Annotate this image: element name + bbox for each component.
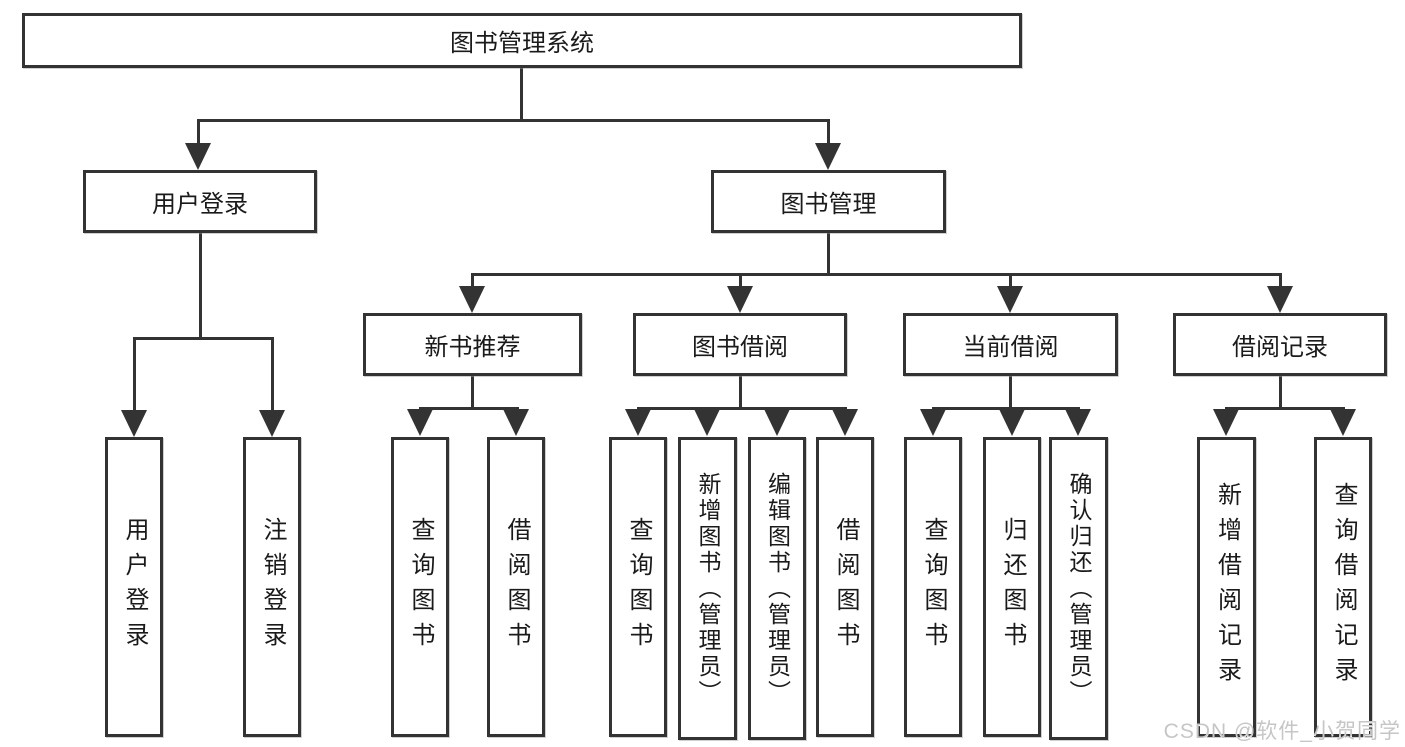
- arrow-down-icon: [997, 286, 1023, 313]
- node-label: 查询图书: [625, 517, 652, 657]
- node-label: 借阅记录: [1232, 334, 1328, 361]
- connector-line: [471, 273, 474, 289]
- connector-line: [419, 407, 519, 410]
- node-label: 借阅图书: [832, 517, 859, 657]
- node-book-management: 图书管理: [711, 170, 946, 233]
- arrow-down-icon: [1065, 409, 1091, 436]
- node-label: 新增图书（管理员）: [695, 471, 721, 706]
- arrow-down-icon: [503, 409, 529, 436]
- node-new-book-recommend: 新书推荐: [363, 313, 582, 376]
- leaf-borrow-books-recommend: 借阅图书: [487, 437, 545, 737]
- node-user-login: 用户登录: [83, 170, 317, 233]
- connector-line: [932, 407, 1080, 410]
- connector-line: [133, 337, 136, 413]
- arrow-down-icon: [727, 286, 753, 313]
- node-book-borrow: 图书借阅: [633, 313, 847, 376]
- arrow-down-icon: [694, 409, 720, 436]
- node-label: 归还图书: [999, 517, 1026, 657]
- arrow-down-icon: [185, 143, 211, 170]
- node-borrow-records: 借阅记录: [1173, 313, 1387, 376]
- node-label: 编辑图书（管理员）: [764, 471, 791, 706]
- node-current-borrow: 当前借阅: [903, 313, 1118, 376]
- arrow-down-icon: [1267, 286, 1293, 313]
- node-label: 图书借阅: [692, 334, 788, 361]
- connector-line: [1009, 375, 1012, 410]
- leaf-query-books-borrow: 查询图书: [609, 437, 667, 737]
- node-label: 查询图书: [407, 517, 434, 657]
- leaf-add-book-admin: 新增图书（管理员）: [678, 437, 737, 740]
- connector-line: [1279, 273, 1282, 289]
- leaf-query-books-recommend: 查询图书: [391, 437, 449, 737]
- arrow-down-icon: [1330, 409, 1356, 436]
- leaf-confirm-return-admin: 确认归还（管理员）: [1049, 437, 1108, 740]
- arrow-down-icon: [999, 409, 1025, 436]
- arrow-down-icon: [920, 409, 946, 436]
- connector-line: [271, 337, 274, 413]
- node-label: 查询图书: [920, 517, 947, 657]
- node-label: 当前借阅: [962, 334, 1059, 361]
- node-label: 注销登录: [259, 517, 286, 657]
- connector-line: [637, 407, 847, 410]
- node-label: 图书管理: [780, 191, 877, 218]
- connector-line: [739, 273, 742, 289]
- node-label: 借阅图书: [503, 517, 530, 657]
- leaf-borrow-books-borrow: 借阅图书: [816, 437, 874, 737]
- leaf-user-login: 用户登录: [105, 437, 163, 737]
- node-root: 图书管理系统: [22, 13, 1022, 68]
- connector-line: [1009, 273, 1012, 289]
- connector-line: [471, 375, 474, 410]
- node-label: 确认归还（管理员）: [1066, 471, 1092, 706]
- node-label: 新增借阅记录: [1213, 482, 1241, 692]
- connector-line: [1225, 407, 1345, 410]
- node-label: 图书管理系统: [450, 30, 594, 57]
- connector-line: [199, 232, 202, 339]
- node-label: 新书推荐: [424, 334, 521, 361]
- node-label: 用户登录: [121, 517, 148, 657]
- leaf-query-books-current: 查询图书: [904, 437, 962, 737]
- arrow-down-icon: [764, 409, 790, 436]
- leaf-query-borrow-record: 查询借阅记录: [1314, 437, 1372, 737]
- leaf-logout: 注销登录: [243, 437, 301, 737]
- arrow-down-icon: [625, 409, 651, 436]
- leaf-return-book: 归还图书: [983, 437, 1041, 737]
- watermark: CSDN @软件_小贺同学: [1163, 720, 1401, 743]
- node-label: 用户登录: [152, 191, 248, 218]
- connector-line: [827, 232, 830, 276]
- arrow-down-icon: [407, 409, 433, 436]
- connector-line: [739, 375, 742, 410]
- arrow-down-icon: [1213, 409, 1239, 436]
- arrow-down-icon: [832, 409, 858, 436]
- connector-line: [1279, 375, 1282, 410]
- leaf-edit-book-admin: 编辑图书（管理员）: [748, 437, 806, 740]
- connector-line: [197, 119, 200, 145]
- connector-line: [471, 273, 1282, 276]
- node-label: 查询借阅记录: [1330, 482, 1357, 692]
- arrow-down-icon: [815, 143, 841, 170]
- arrow-down-icon: [259, 410, 285, 437]
- connector-line: [197, 119, 830, 122]
- arrow-down-icon: [121, 410, 147, 437]
- connector-line: [827, 119, 830, 145]
- leaf-add-borrow-record: 新增借阅记录: [1197, 437, 1256, 737]
- arrow-down-icon: [459, 286, 485, 313]
- connector-line: [520, 68, 523, 121]
- connector-line: [133, 337, 274, 340]
